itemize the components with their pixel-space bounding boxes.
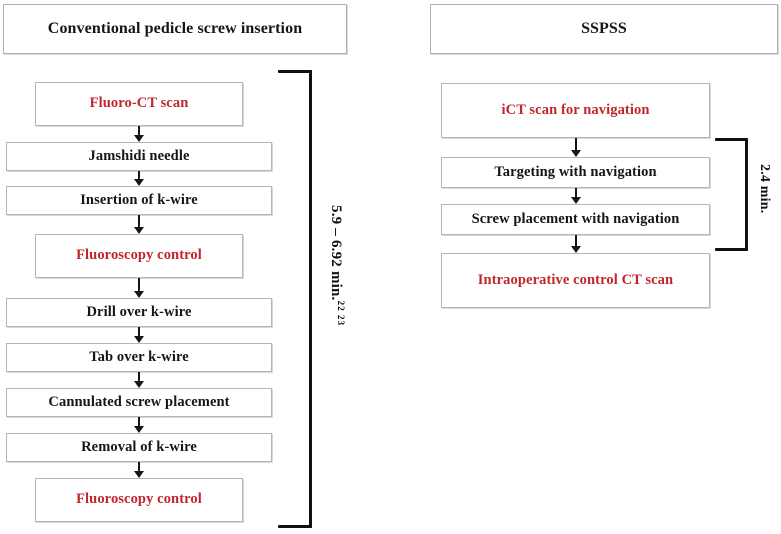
arrow-down-icon bbox=[133, 126, 145, 142]
duration-bracket-sspss bbox=[715, 138, 748, 251]
duration-ref-22: 22 bbox=[335, 300, 345, 312]
arrow-stem bbox=[138, 372, 140, 381]
bracket-vertical bbox=[309, 70, 312, 528]
column-header-sspss: SSPSS bbox=[430, 4, 778, 54]
arrow-down-icon bbox=[133, 171, 145, 186]
step-box-cannulated-screw-placement: Cannulated screw placement bbox=[6, 388, 272, 417]
bracket-bottom-arm bbox=[278, 525, 312, 528]
arrow-down-icon bbox=[133, 215, 145, 234]
arrow-head bbox=[571, 197, 581, 204]
arrow-down-icon bbox=[570, 138, 582, 157]
arrow-stem bbox=[575, 138, 577, 150]
arrow-down-icon bbox=[570, 188, 582, 204]
duration-label-conventional: 5.9 – 6.92 min.2223 bbox=[327, 205, 345, 326]
arrow-stem bbox=[138, 126, 140, 135]
arrow-stem bbox=[575, 188, 577, 197]
step-box-screw-placement-with-navigation: Screw placement with navigation bbox=[441, 204, 710, 235]
arrow-down-icon bbox=[133, 372, 145, 388]
arrow-stem bbox=[138, 278, 140, 291]
step-box-fluoroscopy-control-1: Fluoroscopy control bbox=[35, 234, 243, 278]
arrow-head bbox=[571, 246, 581, 253]
duration-refs-conventional: 2223 bbox=[335, 301, 345, 327]
arrow-down-icon bbox=[133, 462, 145, 478]
arrow-stem bbox=[138, 215, 140, 227]
step-box-ict-scan-for-navigation: iCT scan for navigation bbox=[441, 83, 710, 138]
arrow-head bbox=[134, 381, 144, 388]
arrow-head bbox=[134, 135, 144, 142]
arrow-stem bbox=[575, 235, 577, 246]
step-box-fluoroscopy-control-2: Fluoroscopy control bbox=[35, 478, 243, 522]
arrow-down-icon bbox=[133, 278, 145, 298]
arrow-head bbox=[571, 150, 581, 157]
arrow-head bbox=[134, 471, 144, 478]
step-box-drill-over-k-wire: Drill over k-wire bbox=[6, 298, 272, 327]
arrow-down-icon bbox=[570, 235, 582, 253]
duration-value-conventional: 5.9 – 6.92 min. bbox=[328, 205, 344, 301]
duration-label-sspss: 2.4 min. bbox=[757, 164, 772, 214]
step-box-jamshidi-needle: Jamshidi needle bbox=[6, 142, 272, 171]
duration-ref-23: 23 bbox=[335, 314, 345, 327]
step-box-fluoro-ct-scan: Fluoro-CT scan bbox=[35, 82, 243, 126]
bracket-vertical bbox=[745, 138, 748, 251]
arrow-stem bbox=[138, 417, 140, 426]
bracket-bottom-arm bbox=[715, 248, 748, 251]
step-box-tab-over-k-wire: Tab over k-wire bbox=[6, 343, 272, 372]
column-header-conventional: Conventional pedicle screw insertion bbox=[3, 4, 347, 54]
arrow-down-icon bbox=[133, 327, 145, 343]
step-box-removal-of-k-wire: Removal of k-wire bbox=[6, 433, 272, 462]
arrow-head bbox=[134, 426, 144, 433]
arrow-stem bbox=[138, 462, 140, 471]
bracket-top-arm bbox=[278, 70, 312, 73]
arrow-head bbox=[134, 291, 144, 298]
arrow-head bbox=[134, 227, 144, 234]
arrow-head bbox=[134, 179, 144, 186]
step-box-intraoperative-control-ct-scan: Intraoperative control CT scan bbox=[441, 253, 710, 308]
arrow-stem bbox=[138, 327, 140, 336]
step-box-insertion-of-k-wire: Insertion of k-wire bbox=[6, 186, 272, 215]
step-box-targeting-with-navigation: Targeting with navigation bbox=[441, 157, 710, 188]
arrow-stem bbox=[138, 171, 140, 179]
duration-bracket-conventional bbox=[278, 70, 312, 528]
arrow-head bbox=[134, 336, 144, 343]
bracket-top-arm bbox=[715, 138, 748, 141]
arrow-down-icon bbox=[133, 417, 145, 433]
